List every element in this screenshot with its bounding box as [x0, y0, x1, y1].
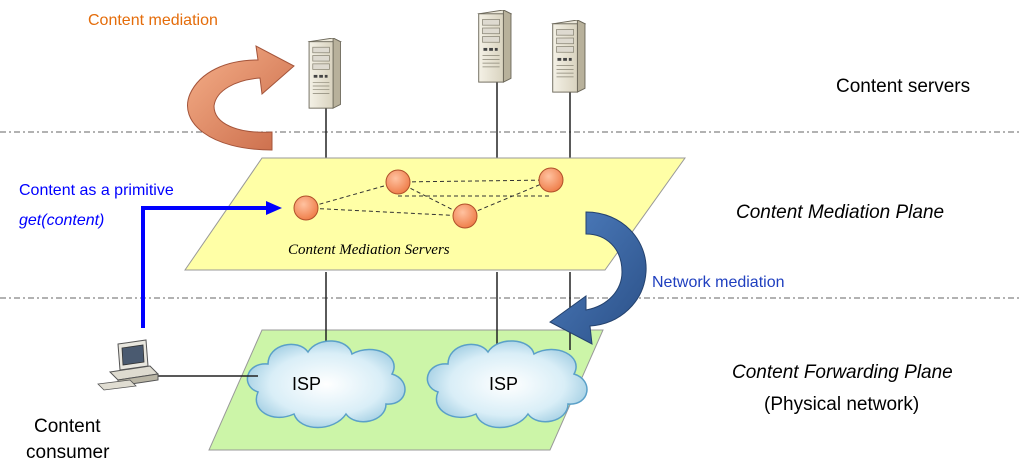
- desktop-computer-icon: [97, 339, 160, 391]
- mediation-node: [538, 167, 564, 193]
- mediation-node: [385, 169, 411, 195]
- server-tower-icon: [552, 20, 586, 93]
- content-mediation-label: Content mediation: [88, 12, 218, 29]
- physical-network-label: (Physical network): [764, 394, 919, 415]
- server-tower-icon: [478, 10, 512, 83]
- network-mediation-label: Network mediation: [652, 274, 785, 291]
- mediation-links: [305, 179, 552, 217]
- get-content-label: get(content): [19, 212, 104, 229]
- mediation-node: [293, 195, 319, 221]
- cloud-icon: [246, 340, 406, 429]
- isp-label: ISP: [292, 374, 321, 394]
- cloud-icon: [426, 340, 588, 429]
- consumer-label-line1: Content: [34, 416, 101, 437]
- server-tower-icon: [308, 38, 341, 109]
- content-forwarding-plane-label: Content Forwarding Plane: [732, 362, 953, 383]
- content-mediation-arrow: [187, 45, 295, 151]
- content-as-primitive-label: Content as a primitive: [19, 182, 174, 199]
- isp-label: ISP: [489, 374, 518, 394]
- mediation-node: [452, 203, 478, 229]
- network-mediation-arrow: [549, 211, 647, 345]
- content-mediation-plane-label: Content Mediation Plane: [736, 202, 944, 223]
- server-connectors: [325, 82, 571, 158]
- primitive-arrow: [141, 201, 282, 328]
- content-servers-label: Content servers: [836, 76, 970, 97]
- consumer-label-line2: consumer: [26, 442, 110, 463]
- content-mediation-servers-label: Content Mediation Servers: [288, 242, 450, 258]
